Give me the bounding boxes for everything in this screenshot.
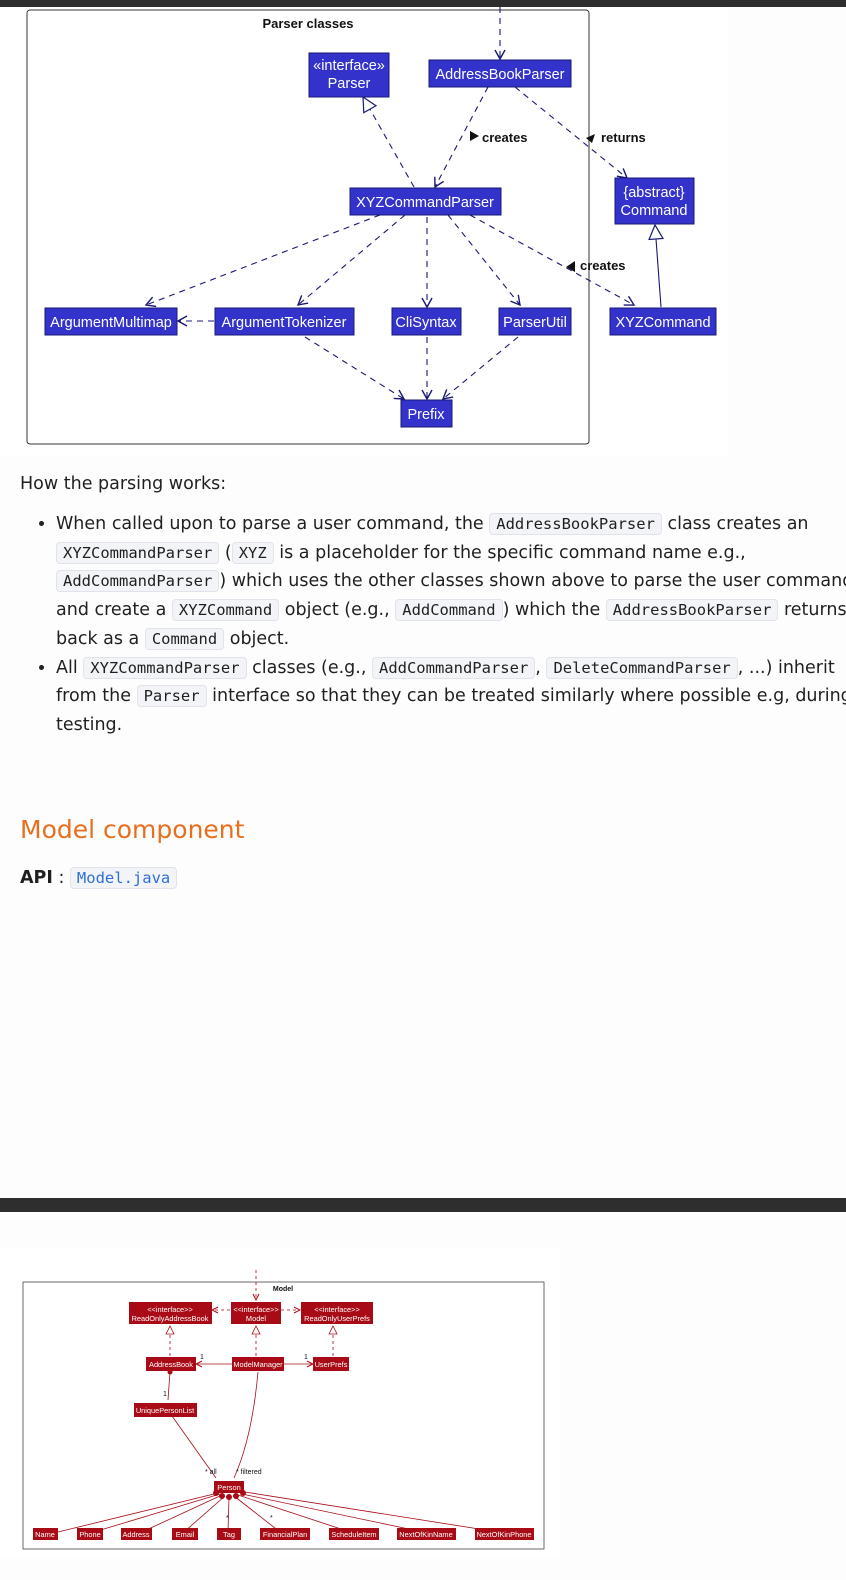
inline-code: Command	[144, 627, 225, 650]
mult-1: 1	[200, 1354, 204, 1361]
inline-code: XYZCommandParser	[56, 541, 220, 564]
inline-code: AddressBookParser	[489, 513, 662, 535]
edge-xyzcommand-extends-command	[648, 223, 665, 308]
label-returns: returns	[601, 130, 646, 145]
model-diagram-title: Model	[273, 1286, 293, 1293]
top-bar	[0, 0, 846, 7]
node-command-abstract: {abstract}	[623, 185, 684, 201]
node-xyz-command: XYZCommand	[615, 315, 710, 331]
model-class-diagram: Model 1 1 1 * all * filtered * *	[0, 1248, 560, 1558]
node-command: Command	[621, 203, 688, 219]
edge-xyzparser-multimap	[144, 214, 381, 308]
edge-parserutil-prefix	[441, 336, 519, 400]
node-read-only-address-book-stereotype: <<interface>>	[147, 1305, 193, 1314]
inline-code: XYZ	[231, 541, 274, 564]
edge-xyzparser-creates-xyzcommand	[469, 214, 636, 306]
node-tag: Tag	[223, 1530, 235, 1539]
node-address-book-parser: AddressBookParser	[436, 67, 565, 83]
node-model: Model	[246, 1314, 266, 1323]
label-all: * all	[205, 1469, 217, 1476]
node-argument-tokenizer: ArgumentTokenizer	[222, 315, 347, 331]
node-next-of-kin-phone: NextOfKinPhone	[476, 1530, 531, 1539]
list-item: When called upon to parse a user command…	[56, 510, 846, 654]
node-parser: Parser	[328, 76, 371, 92]
inline-code: AddCommandParser	[371, 656, 536, 679]
inline-code: AddCommand	[395, 599, 503, 622]
api-label: API	[20, 868, 53, 888]
separator-bar	[0, 1198, 846, 1212]
inline-code: XYZCommand	[171, 599, 280, 622]
parsing-steps-list: When called upon to parse a user command…	[20, 510, 846, 740]
node-parser-util: ParserUtil	[503, 315, 567, 331]
node-email: Email	[176, 1530, 195, 1539]
mult-star: *	[270, 1515, 273, 1522]
edge-tokenizer-prefix	[304, 336, 406, 400]
node-cli-syntax: CliSyntax	[395, 315, 457, 331]
node-schedule-item: ScheduleItem	[331, 1530, 376, 1539]
label-creates-parser: creates	[482, 130, 528, 145]
node-address: Address	[122, 1530, 149, 1539]
edge-xyzparser-tokenizer	[296, 214, 406, 306]
node-read-only-address-book: ReadOnlyAddressBook	[132, 1314, 209, 1323]
section-heading-model: Model component	[20, 815, 245, 844]
edge-abp-returns-command	[514, 86, 629, 179]
node-argument-multimap: ArgumentMultimap	[50, 315, 172, 331]
parser-class-diagram: Parser classes creates returns creates	[0, 7, 728, 457]
edge-abp-creates-xyzparser	[434, 86, 489, 189]
node-read-only-user-prefs: ReadOnlyUserPrefs	[304, 1314, 370, 1323]
list-item: All XYZCommandParser classes (e.g., AddC…	[56, 654, 846, 740]
label-creates-command: creates	[580, 258, 626, 273]
inline-code: DeleteCommandParser	[546, 656, 738, 679]
node-prefix: Prefix	[407, 407, 445, 423]
node-financial-plan: FinancialPlan	[263, 1530, 307, 1539]
node-model-stereotype: <<interface>>	[233, 1305, 279, 1314]
node-next-of-kin-name: NextOfKinName	[399, 1530, 452, 1539]
api-line: API : Model.java	[20, 867, 178, 889]
node-read-only-user-prefs-stereotype: <<interface>>	[314, 1305, 360, 1314]
node-unique-person-list: UniquePersonList	[136, 1406, 194, 1415]
node-user-prefs: UserPrefs	[315, 1360, 348, 1369]
node-parser-stereotype: «interface»	[313, 58, 385, 74]
node-name: Name	[35, 1530, 55, 1539]
mult-1: 1	[163, 1391, 167, 1398]
label-filtered: * filtered	[236, 1469, 262, 1476]
mult-star: *	[226, 1515, 229, 1522]
api-link[interactable]: Model.java	[69, 867, 178, 889]
node-xyz-command-parser: XYZCommandParser	[356, 195, 494, 211]
parsing-intro: How the parsing works:	[20, 474, 227, 494]
node-person: Person	[217, 1483, 240, 1492]
node-phone: Phone	[79, 1530, 100, 1539]
inline-code: Parser	[136, 685, 207, 708]
node-address-book: AddressBook	[149, 1360, 193, 1369]
inline-code: AddCommandParser	[56, 570, 220, 593]
inline-code: AddressBookParser	[605, 599, 779, 622]
diagram-title: Parser classes	[262, 16, 353, 31]
inline-code: XYZCommandParser	[83, 656, 247, 679]
edge-xyzparser-parserutil	[447, 214, 521, 307]
mult-1: 1	[304, 1354, 308, 1361]
node-model-manager: ModelManager	[233, 1360, 283, 1369]
